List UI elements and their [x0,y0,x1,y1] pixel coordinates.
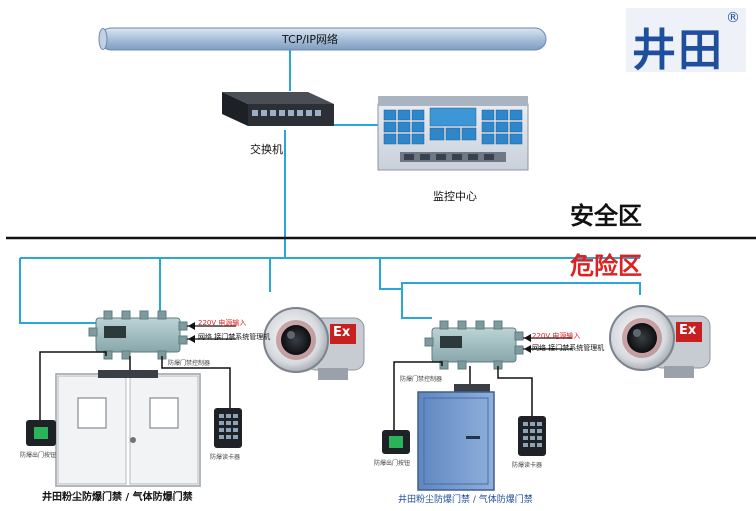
tcp-ip-bus [98,27,547,51]
ex-camera-left [263,307,365,380]
exit-button-left [26,420,56,446]
right-wiring-note: 网络 接门禁系统管理机 [532,344,605,352]
network-switch [222,92,334,126]
card-reader-right [518,416,546,456]
switch-label: 交换机 [250,143,283,156]
door-left [55,370,201,487]
brand-logo: 井田 ® [626,8,746,76]
wiring-right [393,361,533,430]
right-controller-note: 防爆门禁控制器 [400,376,443,383]
left-power-input: 220V 电源输入 [198,319,247,327]
monitor-center-label: 监控中心 [433,190,477,203]
danger-zone-label: 危险区 [570,252,642,280]
network-bus-label: TCP/IP网络 [282,33,338,46]
monitoring-center [377,96,529,171]
safe-zone-label: 安全区 [570,202,642,230]
right-door-button-note: 防爆出门按钮 [374,460,411,467]
left-caption: 井田粉尘防爆门禁 / 气体防爆门禁 [42,492,193,503]
right-reader-note: 防爆读卡器 [512,462,543,469]
ex-controller-right [424,320,524,370]
exit-button-right [382,430,410,454]
ex-mark-left: Ex [333,325,351,340]
right-power-input: 220V 电源输入 [532,332,581,340]
registered-mark: ® [726,10,740,26]
wiring-left [39,351,231,420]
left-controller-note: 防爆门禁控制器 [168,360,211,367]
door-right [417,384,495,491]
left-wiring-note: 网络 接门禁系统管理机 [198,333,271,341]
left-door-button-note: 防爆出门按钮 [20,452,57,459]
power-arrows-right [523,334,572,353]
card-reader-left [214,408,242,448]
right-caption: 井田粉尘防爆门禁 / 气体防爆门禁 [398,495,533,505]
power-arrows-left [187,322,236,343]
ex-mark-right: Ex [679,323,697,338]
left-reader-note: 防爆读卡器 [210,454,241,461]
brand-logo-text: 井田 [632,25,724,76]
ex-camera-right [609,305,711,378]
network-links [19,50,641,324]
ex-controller-left [88,310,188,360]
